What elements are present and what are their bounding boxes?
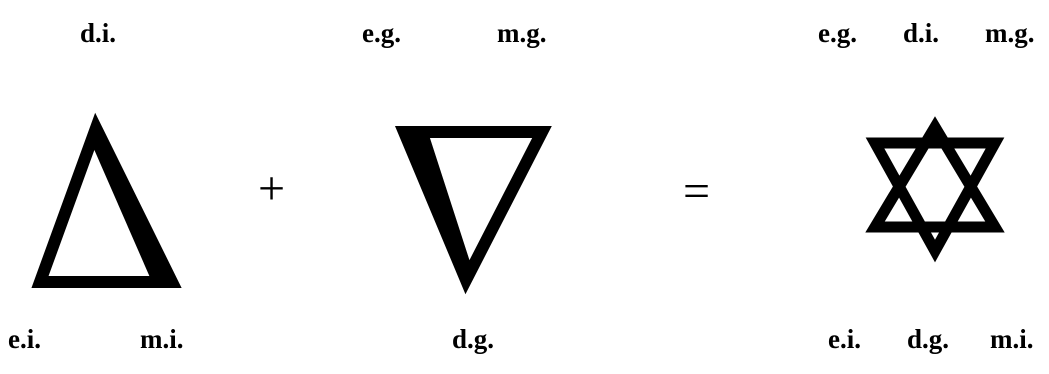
down-triangle-bottom-label: d.g. [452, 324, 495, 354]
plus-operator: + [258, 162, 286, 215]
nabla-down-triangle-icon [394, 126, 552, 295]
star-of-david-icon [865, 116, 1005, 263]
down-triangle-top-left-label: e.g. [362, 18, 401, 48]
up-triangle-bottom-left-label: e.i. [8, 324, 41, 354]
up-triangle-bottom-right-label: m.i. [140, 324, 184, 354]
hexagram-top-label-left: e.g. [818, 18, 857, 48]
hexagram-bottom-label-middle: d.g. [907, 324, 950, 354]
hexagram-top-label-right: m.g. [985, 18, 1035, 48]
hexagram-bottom-label-left: e.i. [828, 324, 861, 354]
hexagram-top-label-middle: d.i. [903, 18, 940, 48]
down-triangle-top-right-label: m.g. [497, 18, 547, 48]
up-triangle-top-label: d.i. [80, 18, 117, 48]
equals-operator: = [683, 165, 711, 218]
delta-up-triangle-icon [31, 112, 182, 288]
hexagram-bottom-label-right: m.i. [990, 324, 1034, 354]
